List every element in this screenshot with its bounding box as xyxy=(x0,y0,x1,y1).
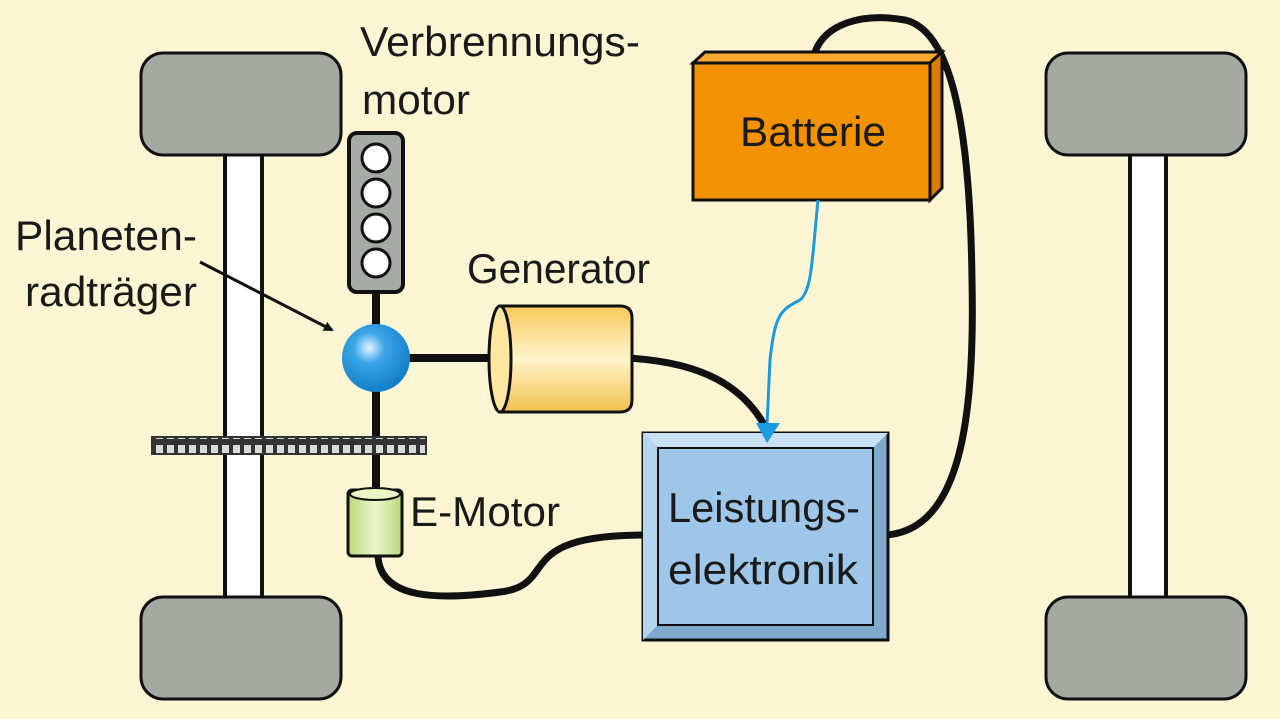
cylinder-icon xyxy=(360,247,392,279)
battery xyxy=(689,48,946,204)
label-power-line1: Leistungs- xyxy=(668,484,860,531)
cable-power-battery xyxy=(811,14,976,539)
label-engine-line1: Verbrennungs- xyxy=(360,18,640,65)
pointer-arrow xyxy=(199,260,334,332)
label-emotor: E-Motor xyxy=(410,488,560,535)
cylinder-icon xyxy=(360,212,392,244)
combustion-engine xyxy=(347,131,405,294)
cable-emotor-power xyxy=(374,531,645,600)
gear-rack xyxy=(151,436,427,455)
wheel-front-right xyxy=(139,595,343,701)
wheel-rear-left xyxy=(1044,51,1248,157)
cylinder-icon xyxy=(360,142,392,174)
cylinder-icon xyxy=(360,177,392,209)
front-axle xyxy=(223,148,264,604)
energy-flow-arrow xyxy=(756,199,820,443)
e-motor xyxy=(346,487,404,558)
planet-carrier xyxy=(342,324,410,392)
wheel-rear-right xyxy=(1044,595,1248,701)
cable-generator-power xyxy=(627,354,772,434)
generator xyxy=(487,304,634,414)
label-engine-line2: motor xyxy=(362,76,470,123)
wheel-front-left xyxy=(139,51,343,157)
power-electronics xyxy=(641,431,890,642)
label-planet-line1: Planeten- xyxy=(15,212,197,259)
label-planet-line2: radträger xyxy=(25,268,197,315)
label-power-line2: elektronik xyxy=(668,546,859,593)
rear-axle xyxy=(1128,148,1168,604)
label-battery: Batterie xyxy=(740,108,886,155)
label-generator: Generator xyxy=(467,245,650,292)
